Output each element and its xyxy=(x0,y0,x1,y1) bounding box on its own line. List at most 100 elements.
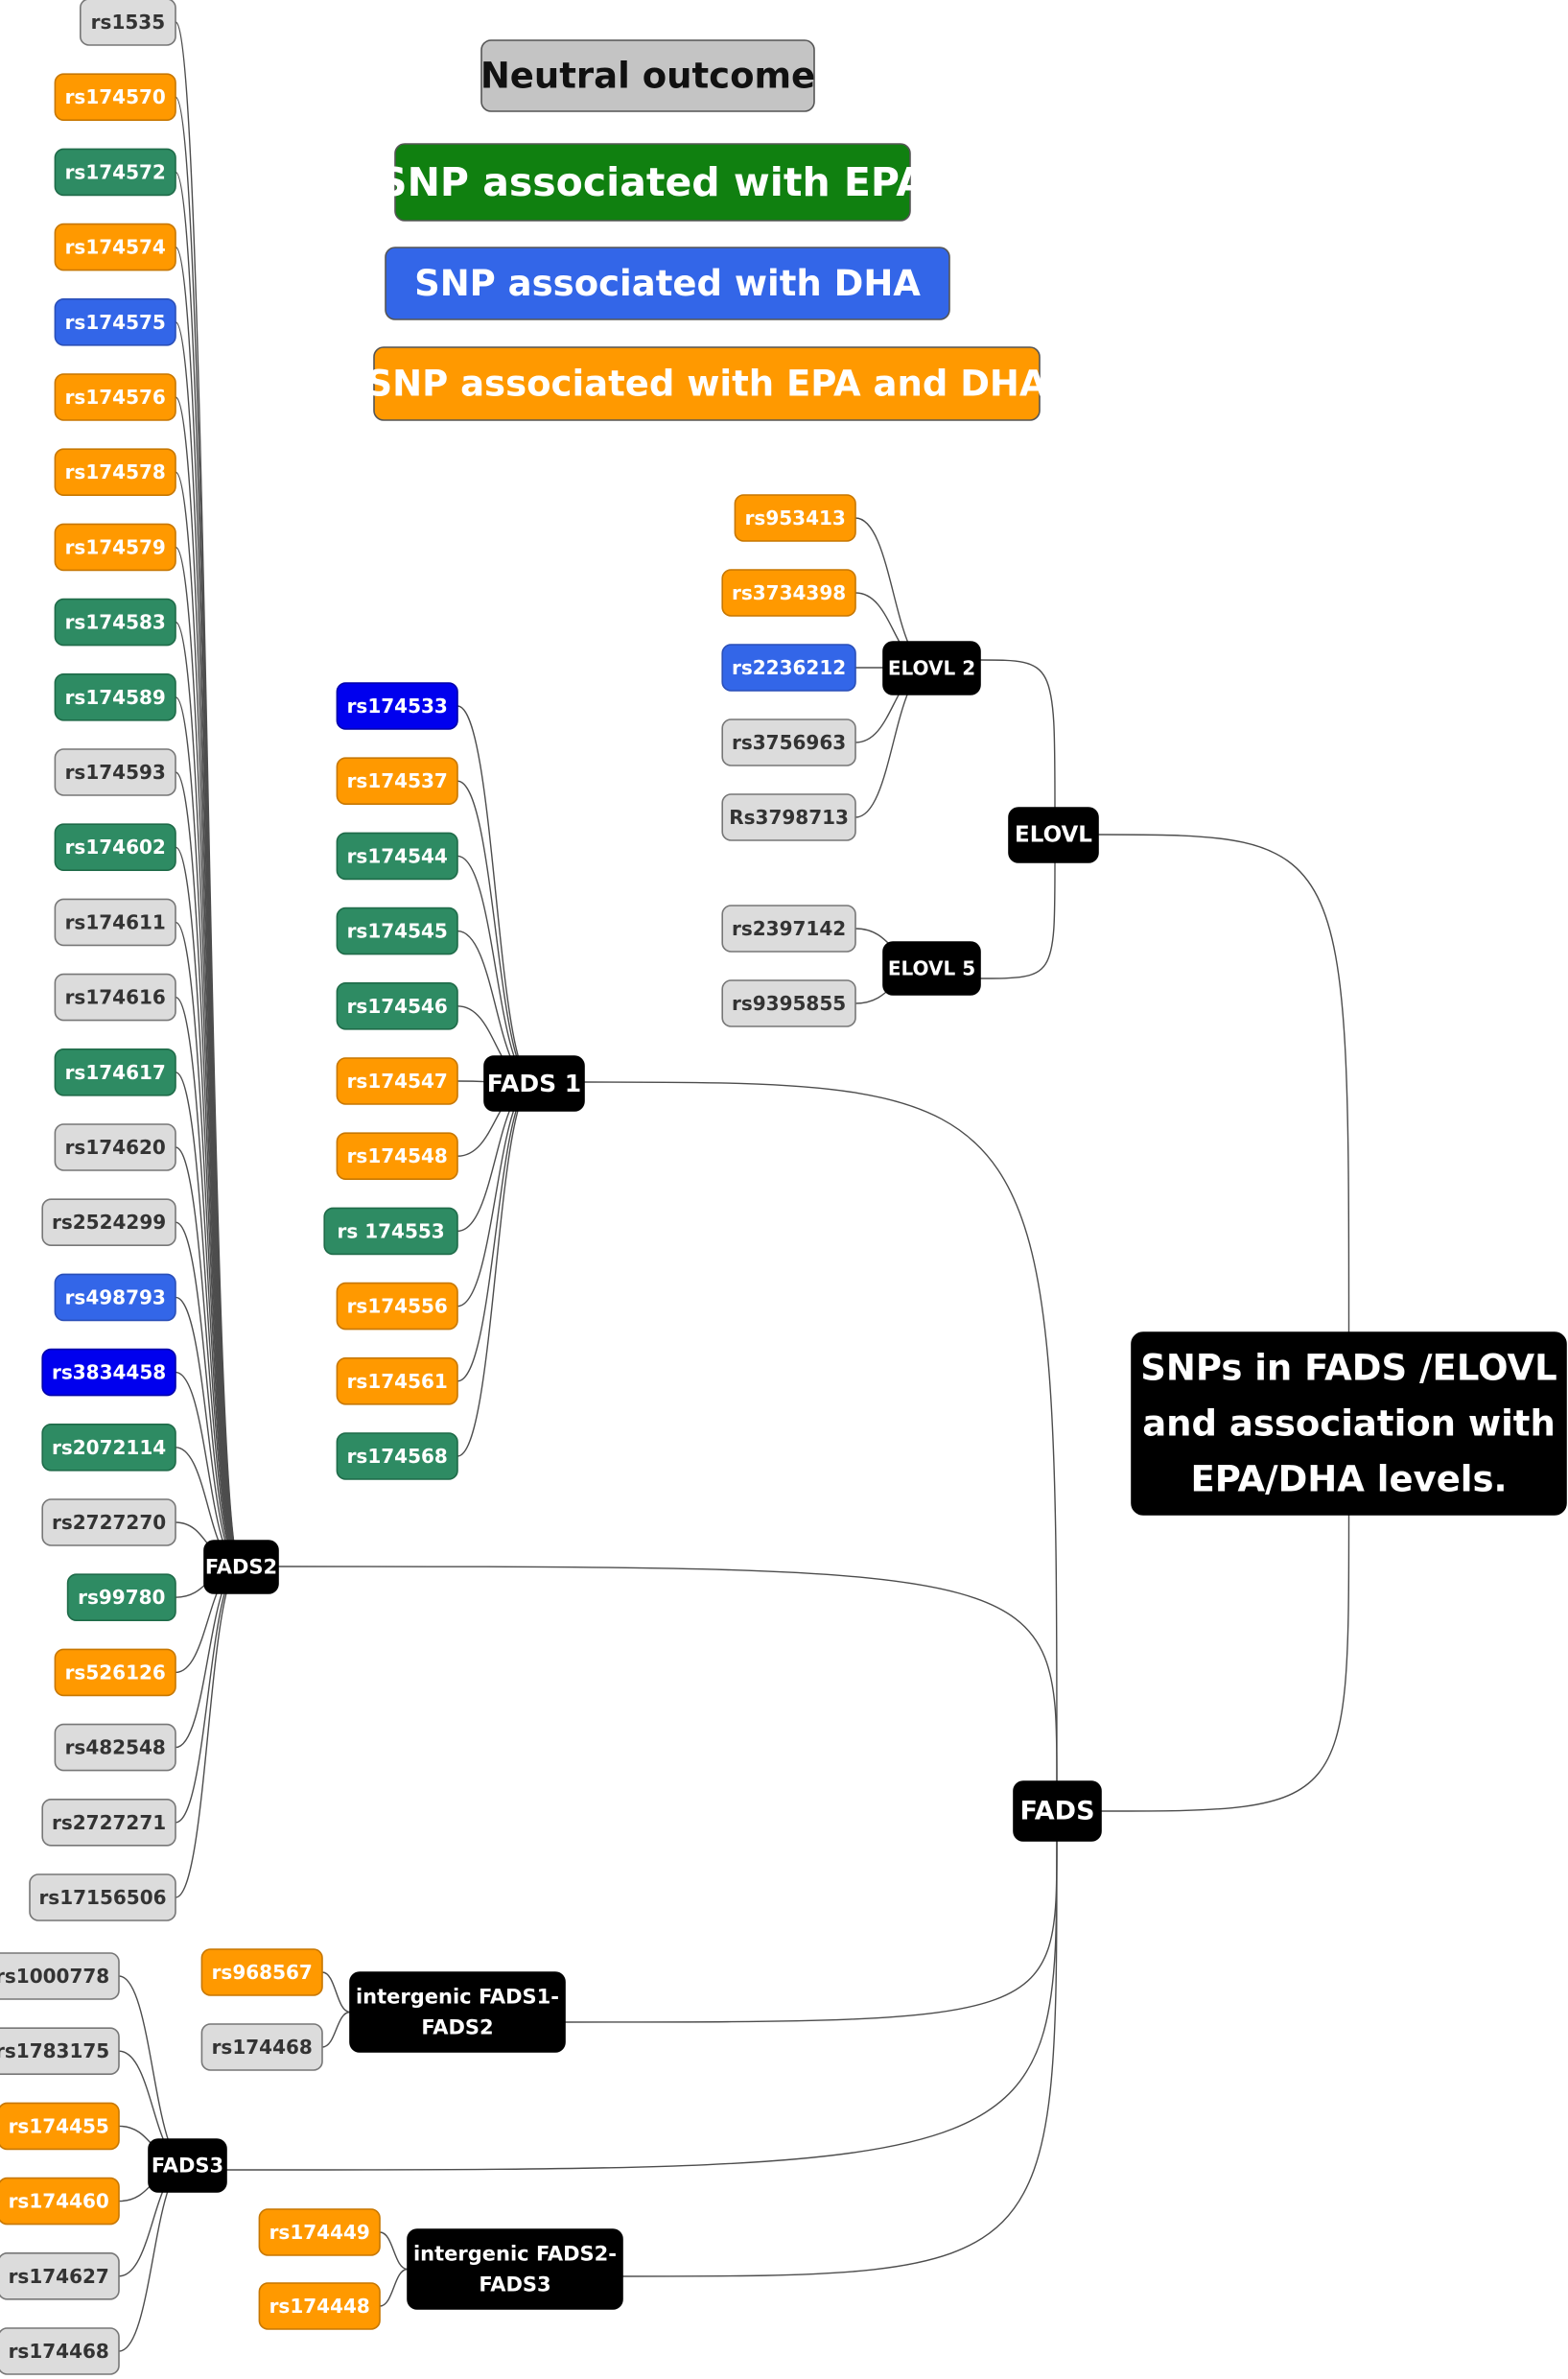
intergenic12-snp-edge-2 xyxy=(321,2011,351,2048)
intergenic12-snp-rs174468-label: rs174468 xyxy=(212,2036,313,2059)
fads3-snp-rs174468-box xyxy=(0,2327,120,2375)
fads2-snp-rs482548: rs482548 xyxy=(54,1723,176,1772)
fads2-snp-rs174578-label: rs174578 xyxy=(65,460,166,483)
fads2-snp-rs2727271-label: rs2727271 xyxy=(52,1811,166,1834)
hub-intergenic-fads2-fads3-label-2: FADS3 xyxy=(479,2273,550,2297)
hub-intergenic-fads1-fads2-label-1: intergenic FADS1- xyxy=(356,1986,559,2009)
hub-intergenic-fads2-fads3: intergenic FADS2-FADS3 xyxy=(407,2228,623,2310)
fads2-snp-rs174616-box xyxy=(54,973,176,1022)
fads3-snp-rs174627: rs174627 xyxy=(0,2252,120,2300)
fads2-snp-rs99780: rs99780 xyxy=(66,1573,176,1621)
fads2-snp-rs17156506: rs17156506 xyxy=(29,1873,176,1921)
fads1-snp-rs174545-box xyxy=(336,907,458,955)
elovl2-snp-rs3756963-box xyxy=(721,718,856,766)
fads2-snp-edge-8 xyxy=(175,546,242,1567)
elovl2-snp-rs3734398: rs3734398 xyxy=(721,569,856,617)
intergenic12-snp-rs174468: rs174468 xyxy=(200,2023,323,2071)
fads2-snp-rs1535-label: rs1535 xyxy=(91,11,165,34)
hub-elovl-label: ELOVL xyxy=(1015,823,1092,848)
intergenic12-snp-edge-1 xyxy=(321,1971,351,2014)
hub-fads3-box xyxy=(148,2138,227,2193)
fads1-snp-edge-2 xyxy=(456,780,535,1084)
elovl2-snp-rs953413-box xyxy=(734,494,856,542)
fads2-snp-edge-14 xyxy=(175,996,242,1567)
root-node-label-3: EPA/DHA levels. xyxy=(1190,1459,1507,1500)
fads2-snp-rs174589-box xyxy=(54,672,176,721)
fads1-snp-rs174537-box xyxy=(336,757,458,806)
hub-fads-1-label: FADS 1 xyxy=(487,1070,581,1097)
fads3-snp-rs174468-label: rs174468 xyxy=(9,2340,109,2363)
intergenic12-snp-rs174468-box xyxy=(200,2023,323,2071)
fads3-snp-rs1000778-box xyxy=(0,1952,120,2000)
fads2-snp-rs2524299-label: rs2524299 xyxy=(52,1211,166,1234)
legend-neutral-box xyxy=(480,39,815,112)
elovl5-snp-rs9395855: rs9395855 xyxy=(721,979,856,1027)
fads2-snp-rs2072114-label: rs2072114 xyxy=(52,1436,166,1459)
fads2-snp-rs174617-box xyxy=(54,1048,176,1096)
intergenic12-snp-rs968567-box xyxy=(200,1948,323,1996)
fads3-snp-rs1783175-box xyxy=(0,2027,120,2075)
legend-epa-dha-box xyxy=(373,346,1041,421)
fads2-snp-rs498793-label: rs498793 xyxy=(65,1285,166,1308)
legend-epa-dha: SNP associated with EPA and DHA xyxy=(366,346,1047,421)
fads1-snp-rs174548-box xyxy=(336,1132,458,1180)
fads2-snp-rs174578-box xyxy=(54,448,176,497)
fads2-snp-edge-12 xyxy=(175,846,242,1567)
intergenic23-snp-rs174449-box xyxy=(258,2208,381,2256)
fads2-snp-rs3834458: rs3834458 xyxy=(41,1348,176,1397)
fads1-snp-rs174533-label: rs174533 xyxy=(347,695,448,718)
root-node-box xyxy=(1131,1331,1567,1516)
legend-neutral-label: Neutral outcome xyxy=(480,56,815,97)
intergenic12-snp-rs968567-label: rs968567 xyxy=(212,1961,313,1984)
elovl2-snp-rs3798713-label: Rs3798713 xyxy=(729,806,849,829)
fads1-snp-rs174561-label: rs174561 xyxy=(347,1370,448,1393)
fads1-snp-rs174545: rs174545 xyxy=(336,907,458,955)
fads2-snp-rs174583-box xyxy=(54,598,176,647)
legend-neutral: Neutral outcome xyxy=(480,39,815,112)
fads1-snp-rs174537: rs174537 xyxy=(336,757,458,806)
fads1-snp-rs174556: rs174556 xyxy=(336,1282,458,1331)
fads2-snp-rs174602: rs174602 xyxy=(54,823,176,872)
fads3-snp-rs1000778: rs1000778 xyxy=(0,1952,120,2000)
root-node-label-1: SNPs in FADS /ELOVL xyxy=(1140,1348,1557,1389)
fads2-snp-rs174616-label: rs174616 xyxy=(65,986,166,1009)
legend-dha: SNP associated with DHA xyxy=(385,247,950,320)
hub-elovl: ELOVL xyxy=(1008,807,1099,863)
fads2-snp-rs2727270: rs2727270 xyxy=(41,1498,176,1546)
elovl2-snp-rs2236212: rs2236212 xyxy=(721,644,856,692)
hub-fads3: FADS3 xyxy=(148,2138,227,2193)
elovl2-snp-rs953413-label: rs953413 xyxy=(745,506,846,530)
elovl2-snp-rs3734398-label: rs3734398 xyxy=(732,581,846,604)
fads2-snp-rs174589: rs174589 xyxy=(54,672,176,721)
fads2-snp-rs174576-label: rs174576 xyxy=(65,386,166,409)
fads2-snp-edge-2 xyxy=(175,96,242,1567)
elovl2-snp-rs2236212-label: rs2236212 xyxy=(732,656,846,679)
hub-intergenic-fads1-fads2-box xyxy=(349,1971,566,2053)
legend-epa-dha-label: SNP associated with EPA and DHA xyxy=(366,364,1046,405)
fads2-snp-rs174579-label: rs174579 xyxy=(65,535,166,558)
root-node-label-2: and association with xyxy=(1142,1403,1556,1445)
fads2-snp-rs482548-label: rs482548 xyxy=(65,1736,166,1759)
hub-fads-label: FADS xyxy=(1019,1797,1094,1826)
fads3-snp-edge-1 xyxy=(118,1975,188,2166)
fads2-snp-rs174574: rs174574 xyxy=(54,223,176,271)
fads3-snp-rs174460-box xyxy=(0,2177,120,2226)
fads3-snp-rs174460-label: rs174460 xyxy=(9,2190,109,2213)
hub-fads: FADS xyxy=(1013,1780,1102,1842)
elovl5-snp-rs2397142-box xyxy=(721,905,856,953)
fads2-snp-rs498793-box xyxy=(54,1273,176,1322)
root-node: SNPs in FADS /ELOVL and association withE… xyxy=(1131,1331,1567,1516)
hub-fads2-label: FADS2 xyxy=(205,1556,277,1579)
fads2-snp-edge-13 xyxy=(175,921,242,1567)
elovl2-snp-rs3756963-label: rs3756963 xyxy=(732,731,846,754)
hub-fads-1: FADS 1 xyxy=(483,1055,585,1112)
fads2-snp-rs174593-label: rs174593 xyxy=(65,761,166,784)
hub-elovl-2-box xyxy=(882,641,981,695)
fads1-snp-rs174544-box xyxy=(336,832,458,881)
fads2-snp-rs1535-box xyxy=(80,0,176,46)
fads1-snp-rs174568: rs174568 xyxy=(336,1432,458,1480)
edge-fads-intergenic12 xyxy=(564,1840,1058,2023)
fads1-snp-rs174546-label: rs174546 xyxy=(347,995,448,1018)
